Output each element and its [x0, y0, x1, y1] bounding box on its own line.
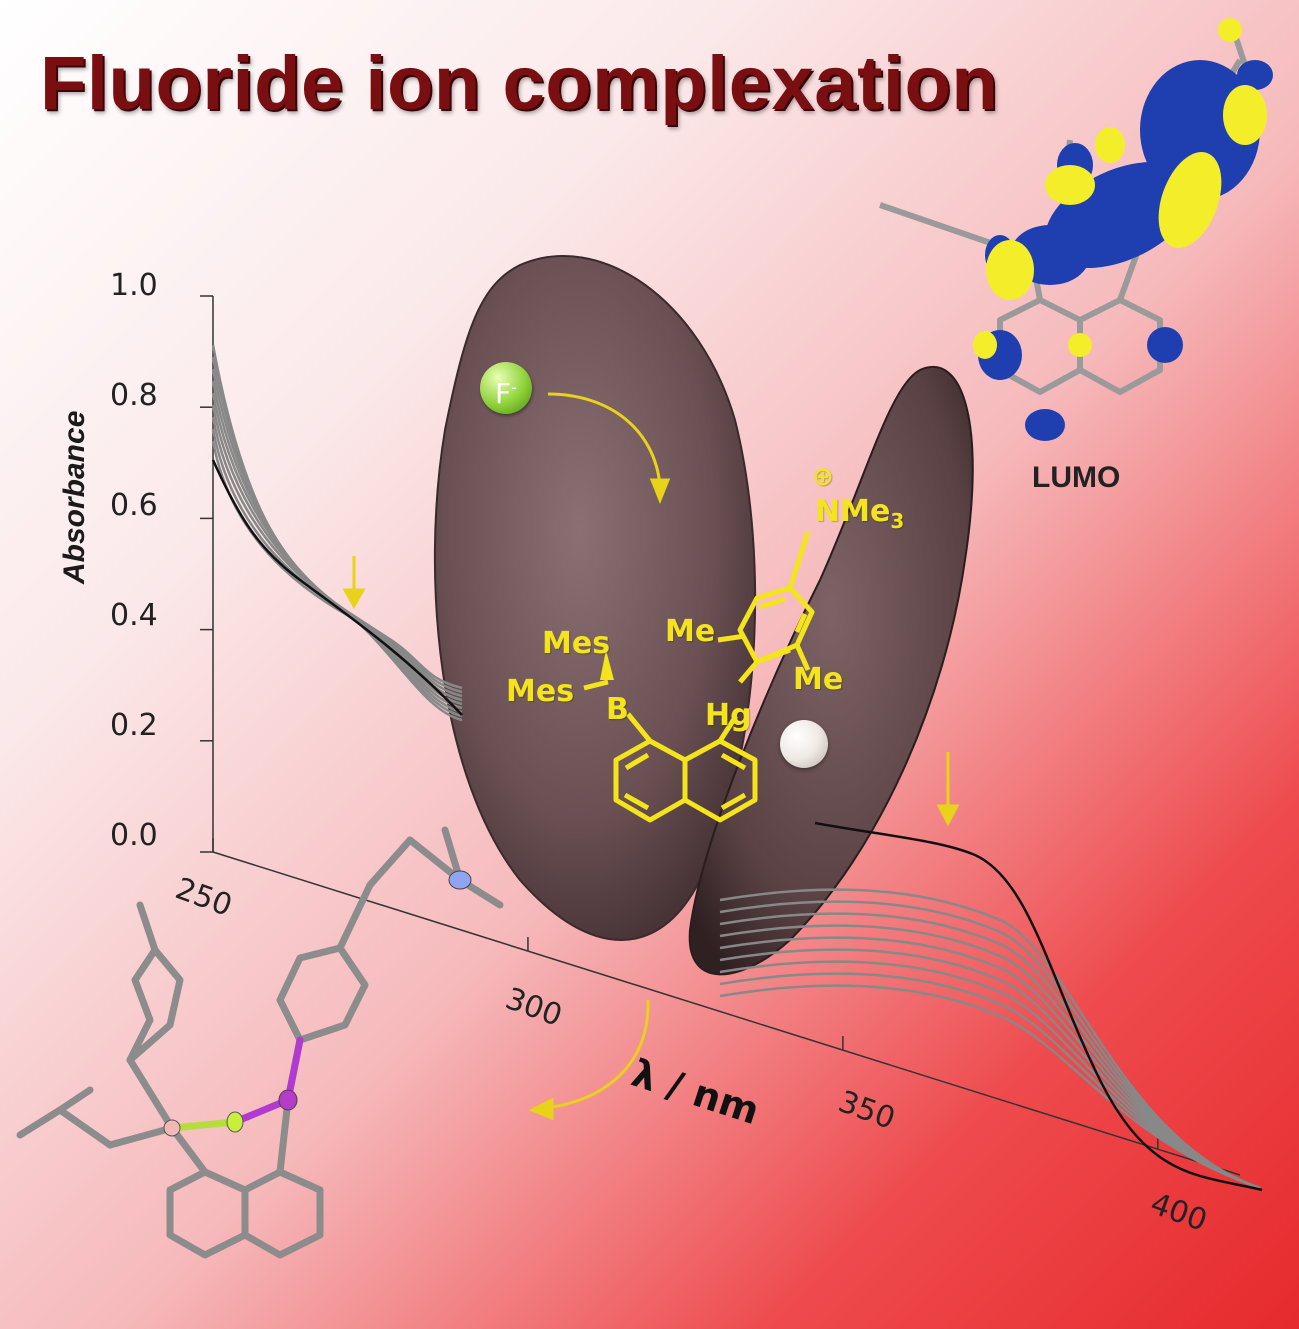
spectrum-curve: [211, 368, 463, 714]
spectrum-curve-initial: [814, 821, 1263, 1192]
boron-atom: [163, 1119, 181, 1137]
y-tick-label: 1.0: [110, 268, 158, 303]
mercury-label: Hg: [705, 698, 752, 733]
lumo-label: LUMO: [1032, 461, 1121, 494]
mes-top-label: Mes: [542, 626, 611, 661]
spectra-left-group: [211, 344, 463, 722]
right-shell: [688, 366, 974, 976]
decrease-arrow-right: [936, 752, 960, 827]
lumo-orbital: [879, 18, 1273, 441]
spectrum-curve: [719, 924, 1261, 1190]
spectrum-curve: [719, 900, 1261, 1190]
molecule-skeleton: [583, 531, 815, 823]
pearl: [780, 720, 828, 768]
methyl-right-label: Me: [793, 662, 844, 697]
hashed-wedge: [600, 650, 614, 680]
spectrum-curve: [719, 972, 1261, 1190]
spectrum-curve: [211, 416, 463, 698]
decrease-arrow-left: [342, 556, 366, 610]
left-shell: [433, 255, 757, 941]
y-tick-label: 0.4: [110, 598, 158, 633]
ammonium-text: NMe: [815, 494, 891, 529]
fluoride-approach-arrow: [547, 392, 671, 505]
spectrum-curve: [719, 936, 1261, 1190]
y-tick-label: 0.8: [110, 378, 158, 413]
spectra-right-group: [719, 821, 1263, 1192]
fluoride-charge: -: [511, 378, 517, 397]
y-tick-label: 0.6: [110, 488, 158, 523]
mercury-atom: [278, 1089, 298, 1111]
y-tick-label: 0.2: [110, 708, 158, 743]
spectrum-curve: [719, 984, 1261, 1190]
y-tick-marks: [200, 295, 213, 853]
boron-label: B: [606, 692, 629, 727]
chart-axes: [212, 296, 1241, 1176]
spectrum-curve: [211, 380, 463, 710]
y-tick-label: 0.0: [110, 818, 158, 853]
spectrum-curve: [211, 404, 463, 702]
y-axis-label: Absorbance: [58, 410, 91, 584]
spectrum-curve: [719, 948, 1261, 1190]
fluoride-ion: F-: [480, 362, 532, 414]
ammonium-subscript: 3: [890, 509, 905, 533]
fluorine-atom: [226, 1111, 244, 1133]
spectrum-curve: [211, 392, 463, 706]
spectrum-curve: [211, 428, 463, 694]
crystal-structure: [16, 826, 504, 1259]
page-title: Fluoride ion complexation: [40, 41, 999, 126]
fluoride-symbol: F: [495, 377, 512, 410]
ammonium-label: NMe3: [815, 494, 904, 533]
spectrum-curve: [719, 960, 1261, 1190]
spectrum-curve: [719, 888, 1261, 1190]
spectrum-curve-initial: [211, 459, 463, 716]
mes-left-label: Mes: [506, 674, 575, 709]
spectrum-curve: [719, 912, 1261, 1190]
spectrum-curve: [211, 356, 463, 718]
methyl-left-label: Me: [665, 614, 716, 649]
release-arrow: [528, 999, 650, 1121]
plus-charge: ⊕: [812, 462, 834, 492]
spectrum-curve: [211, 440, 463, 690]
nitrogen-atom: [448, 870, 472, 890]
